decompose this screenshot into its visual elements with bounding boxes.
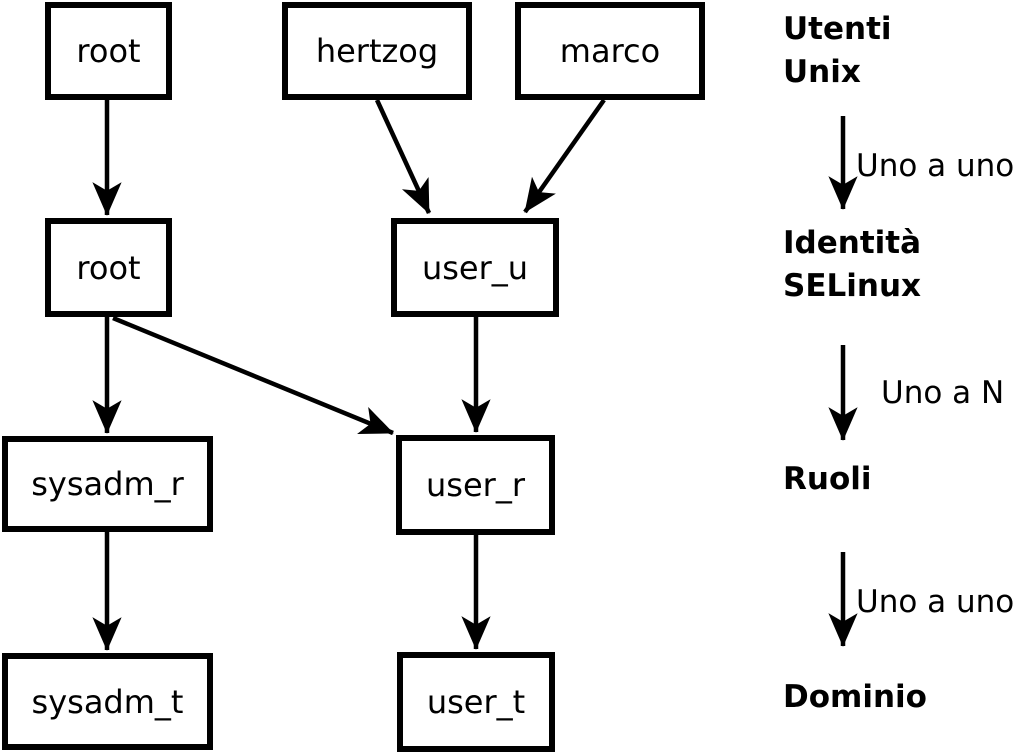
legend-level-dominio: Dominio bbox=[783, 679, 927, 715]
legend-relation-uno-a-uno-1: Uno a uno bbox=[856, 148, 1015, 184]
legend-level-utenti-unix: Utenti Unix bbox=[783, 8, 892, 94]
node-role-sysadm-r: sysadm_r bbox=[2, 436, 213, 532]
node-selinux-root: root bbox=[45, 218, 172, 317]
edge-hertzog-to-user-u bbox=[374, 99, 432, 214]
legend-relation-uno-a-n: Uno a N bbox=[881, 375, 1005, 411]
node-selinux-user-u: user_u bbox=[391, 218, 559, 317]
node-domain-sysadm-t: sysadm_t bbox=[2, 653, 213, 750]
legend-level-line: Unix bbox=[783, 54, 861, 90]
edge-selinux-root-to-user-r bbox=[112, 315, 394, 436]
legend-level-ruoli: Ruoli bbox=[783, 461, 872, 497]
legend-level-line: SELinux bbox=[783, 268, 922, 304]
edge-marco-to-user-u bbox=[523, 98, 606, 214]
node-unix-marco: marco bbox=[515, 2, 705, 100]
legend-relation-uno-a-uno-2: Uno a uno bbox=[856, 584, 1015, 620]
legend-level-line: Utenti bbox=[783, 11, 892, 47]
legend-level-line: Identità bbox=[783, 225, 922, 261]
node-role-user-r: user_r bbox=[396, 435, 555, 535]
node-unix-root: root bbox=[45, 2, 172, 100]
node-unix-hertzog: hertzog bbox=[282, 2, 472, 100]
node-domain-user-t: user_t bbox=[397, 652, 555, 752]
legend-level-identita-selinux: Identità SELinux bbox=[783, 222, 921, 308]
